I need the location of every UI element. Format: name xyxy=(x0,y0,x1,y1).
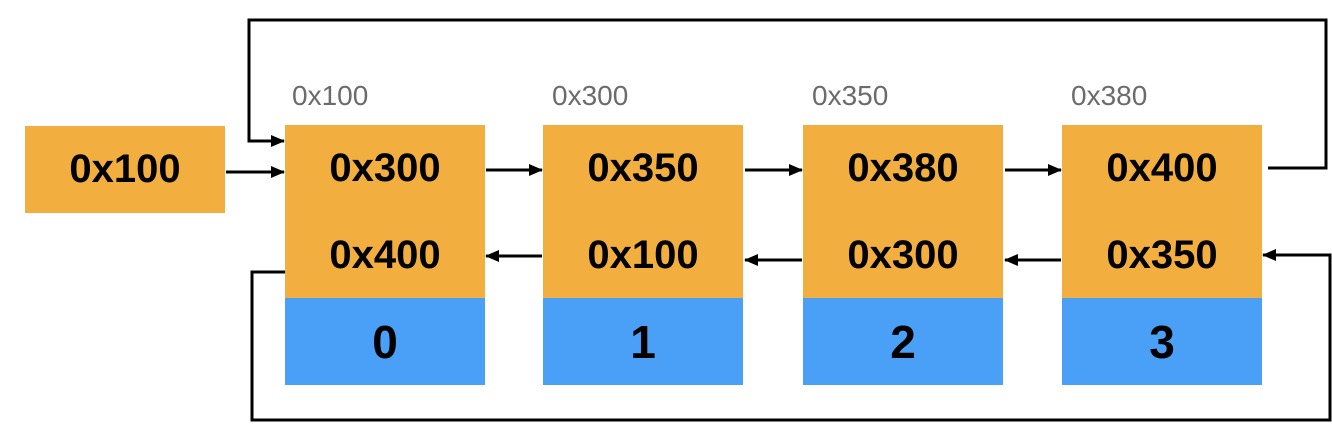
node-address-label: 0x380 xyxy=(1071,80,1148,111)
node-prev-field: 0x100 xyxy=(543,212,743,298)
node-index-value: 3 xyxy=(1149,315,1175,368)
node-next-field: 0x350 xyxy=(543,125,743,212)
node-next-field: 0x400 xyxy=(1062,125,1262,212)
node-next-value: 0x400 xyxy=(1106,146,1218,190)
node-index-field: 1 xyxy=(543,298,743,385)
node-index-value: 1 xyxy=(630,315,656,368)
node-prev-value: 0x300 xyxy=(847,232,959,277)
node-index-value: 2 xyxy=(890,315,916,368)
node-address-label: 0x350 xyxy=(812,80,889,111)
node-index-field: 3 xyxy=(1062,298,1262,385)
node-address-label: 0x300 xyxy=(552,80,629,111)
node-next-value: 0x300 xyxy=(329,146,441,190)
node-prev-field: 0x400 xyxy=(285,212,485,298)
head-pointer-value: 0x100 xyxy=(69,147,181,191)
node-index-field: 0 xyxy=(285,298,485,385)
node-next-value: 0x380 xyxy=(847,146,959,190)
node-index-field: 2 xyxy=(803,298,1003,385)
node-next-field: 0x300 xyxy=(285,125,485,212)
node-prev-field: 0x300 xyxy=(803,212,1003,298)
node-prev-value: 0x350 xyxy=(1106,232,1218,277)
node-next-value: 0x350 xyxy=(587,146,699,190)
wrap-prev-arrow xyxy=(250,249,1332,422)
node-next-field: 0x380 xyxy=(803,125,1003,212)
head-pointer-box: 0x100 xyxy=(25,126,225,213)
node-prev-field: 0x350 xyxy=(1062,212,1262,298)
node-index-value: 0 xyxy=(372,315,398,368)
node-address-label: 0x100 xyxy=(292,80,369,111)
node-prev-value: 0x400 xyxy=(329,232,441,277)
node-prev-value: 0x100 xyxy=(587,232,699,277)
wrap-next-arrow xyxy=(247,18,1328,170)
